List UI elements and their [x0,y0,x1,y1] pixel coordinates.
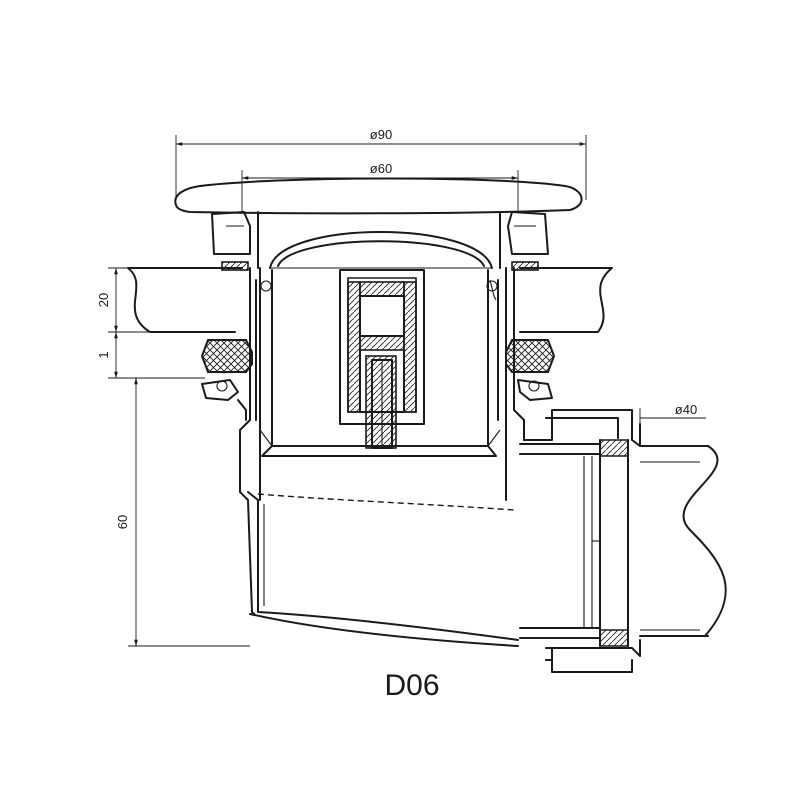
dimensions [108,135,706,647]
flange-collar-right [507,211,549,271]
drain-body [237,267,525,647]
outlet-pipe [639,445,727,637]
gasket-left [200,339,253,373]
dim-label-outer-diameter: ø90 [370,127,392,142]
plunger-stem [339,269,425,449]
side-outlet [519,409,641,673]
countertop-slab [127,267,613,333]
dim-label-height: 60 [115,515,130,529]
dim-label-inner-diameter: ø60 [370,161,392,176]
drain-cap [174,177,583,269]
flange-collar-left [211,211,251,271]
dim-label-pipe-diameter: ø40 [675,402,697,417]
dim-label-gap: 1 [96,351,111,358]
dim-label-thickness: 20 [96,293,111,307]
lock-nut-right [517,379,553,401]
lock-nut-left [201,379,239,401]
drawing-code: D06 [384,669,439,702]
